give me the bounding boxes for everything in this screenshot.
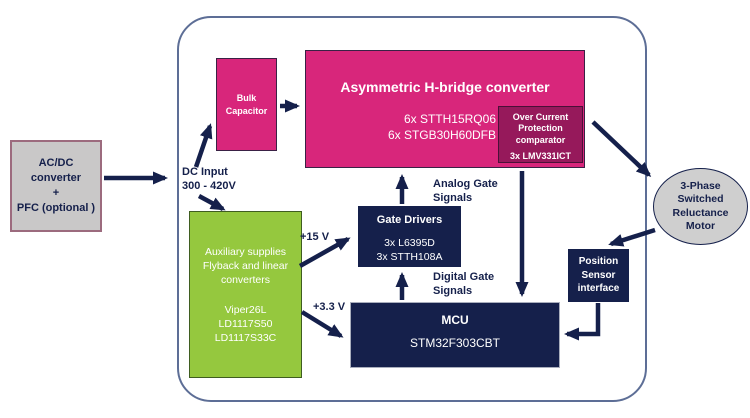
aux-part: Viper26L bbox=[224, 303, 267, 316]
position-sensor-interface-block: Position Sensor interface bbox=[568, 249, 629, 302]
aux-line: Flyback and linear bbox=[202, 260, 289, 273]
bulk-capacitor-line: Bulk bbox=[236, 92, 257, 103]
overcurrent-line: Over Current bbox=[512, 112, 569, 122]
position-sensor-line: Position bbox=[578, 256, 619, 268]
acdc-line: + bbox=[52, 187, 60, 199]
hbridge-parts: 6x STTH15RQ06 6x STGB30H60DFB bbox=[316, 111, 496, 143]
hbridge-part: 6x STGB30H60DFB bbox=[387, 128, 496, 143]
analog-gate-signals-label: Analog Gate Signals bbox=[433, 177, 498, 206]
acdc-line: AC/DC bbox=[38, 157, 74, 170]
gate-drivers-parts: 3x L6395D 3x STTH108A bbox=[377, 236, 443, 264]
overcurrent-part: 3x LMV331ICT bbox=[509, 150, 572, 161]
digital-gate-signals-line: Digital Gate bbox=[433, 271, 495, 283]
overcurrent-line: comparator bbox=[515, 134, 566, 145]
dc-input-label: DC Input 300 - 420V bbox=[182, 165, 236, 194]
gate-drivers-block: Gate Drivers 3x L6395D 3x STTH108A bbox=[358, 206, 461, 267]
plus-3v3-label: +3.3 V bbox=[313, 301, 346, 313]
motor-line: 3-Phase bbox=[680, 180, 721, 193]
position-sensor-line: Sensor bbox=[581, 269, 616, 281]
overcurrent-comparator-block: Over Current Protection comparator 3x LM… bbox=[498, 106, 583, 163]
hbridge-title: Asymmetric H-bridge converter bbox=[340, 79, 550, 95]
analog-gate-signals-line: Analog Gate bbox=[433, 178, 498, 190]
aux-line: converters bbox=[220, 274, 271, 287]
motor-line: Reluctance bbox=[672, 206, 729, 219]
overcurrent-line: Protection bbox=[518, 123, 563, 134]
dc-input-line: 300 - 420V bbox=[182, 180, 236, 193]
system-boundary bbox=[177, 16, 647, 402]
mcu-part: STM32F303CBT bbox=[409, 336, 501, 350]
bulk-capacitor-block: Bulk Capacitor bbox=[216, 58, 277, 151]
mcu-title: MCU bbox=[441, 313, 469, 327]
dc-input-line: DC Input bbox=[182, 166, 228, 178]
digital-gate-signals-line: Signals bbox=[433, 285, 473, 298]
gate-drivers-part: 3x STTH108A bbox=[376, 251, 443, 264]
gate-drivers-title: Gate Drivers bbox=[376, 214, 443, 226]
motor-line: Switched bbox=[677, 193, 724, 206]
mcu-block: MCU STM32F303CBT bbox=[350, 302, 560, 368]
motor-block: 3-Phase Switched Reluctance Motor bbox=[653, 168, 748, 245]
acdc-converter-block: AC/DC converter + PFC (optional ) bbox=[10, 140, 102, 232]
acdc-line: converter bbox=[30, 172, 82, 185]
position-sensor-line: interface bbox=[577, 283, 620, 295]
aux-part: LD1117S33C bbox=[214, 331, 277, 344]
auxiliary-supplies-block: Auxiliary supplies Flyback and linear co… bbox=[189, 211, 302, 378]
aux-part: LD1117S50 bbox=[218, 317, 273, 330]
acdc-line: PFC (optional ) bbox=[16, 201, 96, 214]
bulk-capacitor-line: Capacitor bbox=[225, 105, 268, 116]
motor-line: Motor bbox=[685, 219, 716, 232]
gate-drivers-part: 3x L6395D bbox=[384, 236, 435, 249]
hbridge-part: 6x STTH15RQ06 bbox=[403, 112, 496, 126]
aux-line: Auxiliary supplies bbox=[204, 246, 287, 258]
analog-gate-signals-line: Signals bbox=[433, 192, 473, 205]
digital-gate-signals-label: Digital Gate Signals bbox=[433, 270, 494, 299]
plus-15v-label: +15 V bbox=[300, 231, 330, 243]
aux-parts: Viper26L LD1117S50 LD1117S33C bbox=[215, 303, 277, 346]
